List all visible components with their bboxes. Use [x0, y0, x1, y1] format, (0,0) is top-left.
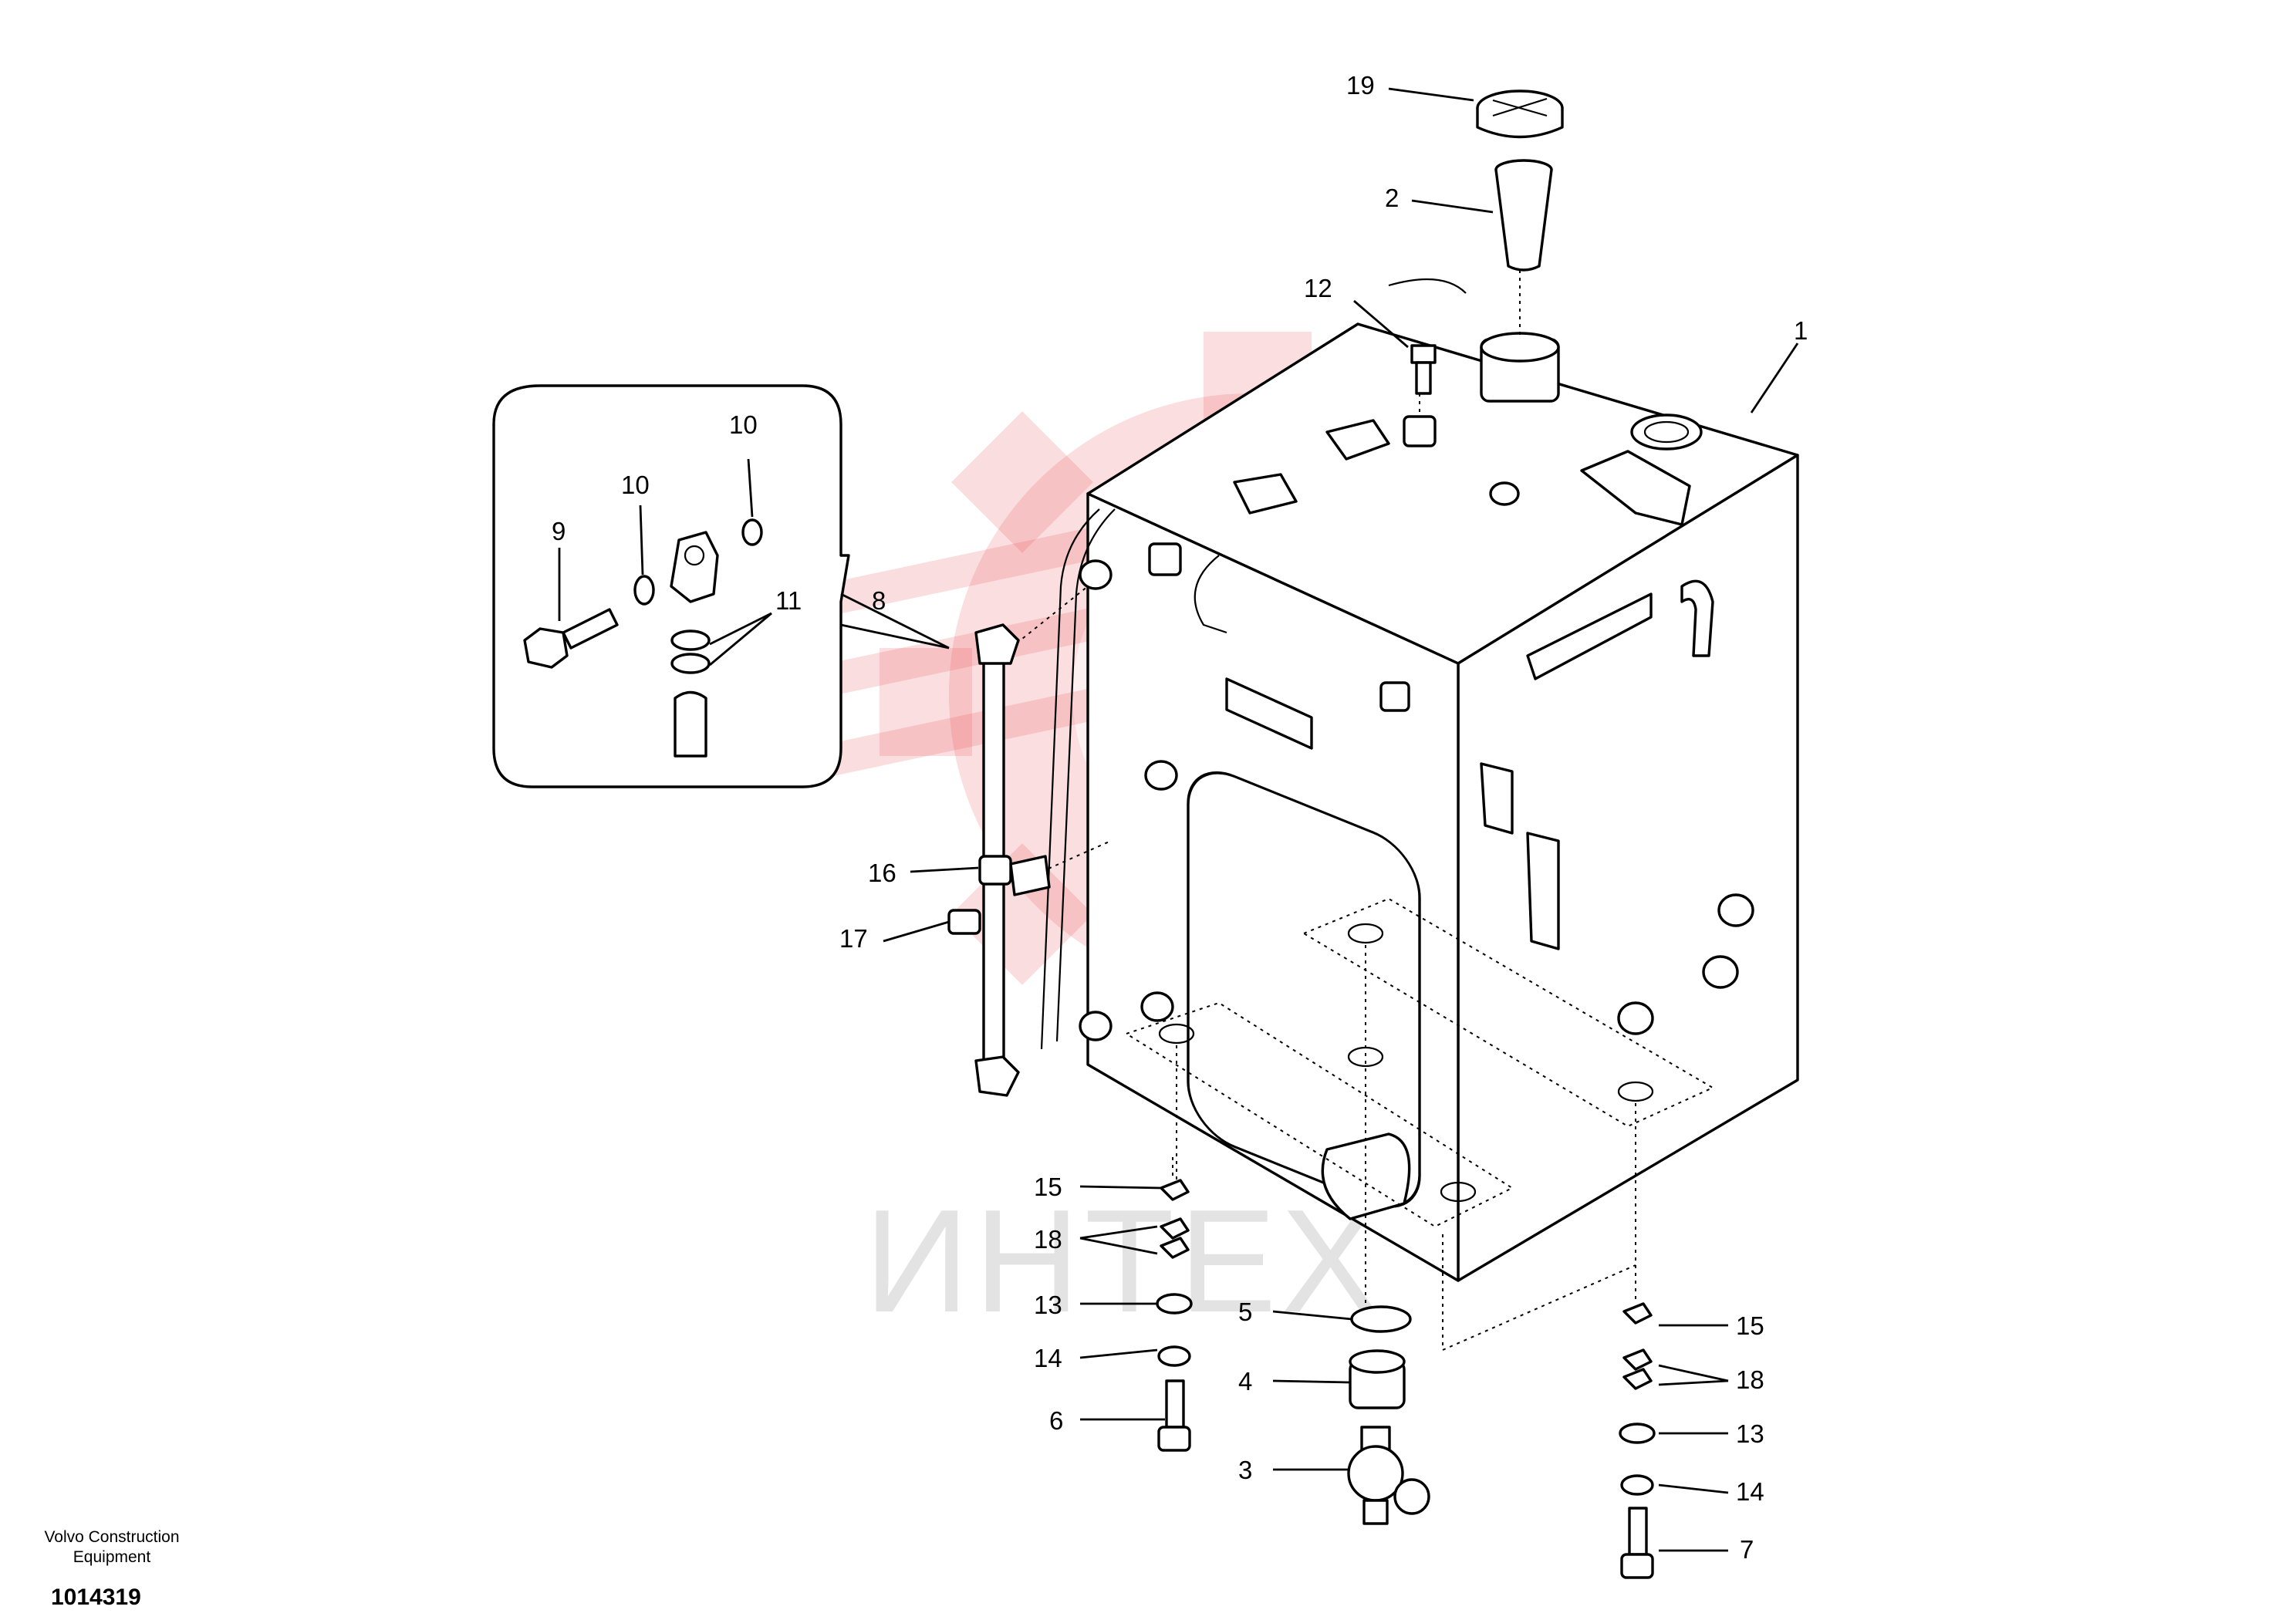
- strainer: [1494, 159, 1553, 272]
- callout-7: 7: [1740, 1535, 1754, 1564]
- callout-labels: 19 2 12 1 10 10 9 11 8 16 17 15 18 13 14…: [552, 71, 1808, 1564]
- callout-14-right: 14: [1736, 1477, 1764, 1506]
- callout-17: 17: [839, 924, 868, 953]
- level-gauge: [947, 623, 1051, 1097]
- watermark-text: ИНТЕХ: [864, 1180, 1383, 1343]
- callout-1: 1: [1794, 316, 1808, 345]
- mount-stack-left: [1156, 1179, 1193, 1452]
- callout-18-right: 18: [1736, 1365, 1764, 1394]
- detail-view-box: [492, 384, 950, 788]
- callout-10-upper: 10: [729, 410, 758, 439]
- bolt-12: [1410, 344, 1437, 395]
- filler-cap: [1476, 89, 1564, 139]
- callout-8: 8: [872, 586, 886, 615]
- callout-12: 12: [1304, 274, 1332, 302]
- company-line-2: Equipment: [73, 1548, 151, 1566]
- callout-13-right: 13: [1736, 1419, 1764, 1448]
- callout-15-right: 15: [1736, 1311, 1764, 1340]
- callout-6: 6: [1049, 1406, 1063, 1435]
- leader-lines: [558, 87, 1799, 1552]
- tank-body: [1040, 278, 1799, 1282]
- callout-4: 4: [1238, 1367, 1252, 1396]
- callout-9: 9: [552, 517, 566, 545]
- callout-16: 16: [868, 859, 896, 887]
- callout-18-left: 18: [1034, 1225, 1062, 1254]
- footer-company: Volvo Construction Equipment: [0, 1527, 224, 1568]
- callout-3: 3: [1238, 1456, 1252, 1484]
- callout-14-left: 14: [1034, 1344, 1062, 1372]
- callout-11: 11: [775, 586, 802, 615]
- callout-2: 2: [1385, 184, 1399, 212]
- mount-stack-right: [1619, 1302, 1656, 1579]
- callout-10-lower: 10: [621, 471, 650, 499]
- drain-assembly: [1347, 1305, 1430, 1525]
- company-line-1: Volvo Construction: [44, 1528, 180, 1546]
- callout-13-left: 13: [1034, 1291, 1062, 1319]
- callout-15-left: 15: [1034, 1173, 1062, 1201]
- callout-19: 19: [1346, 71, 1375, 100]
- callout-5: 5: [1238, 1298, 1252, 1326]
- document-number: 1014319: [51, 1585, 141, 1610]
